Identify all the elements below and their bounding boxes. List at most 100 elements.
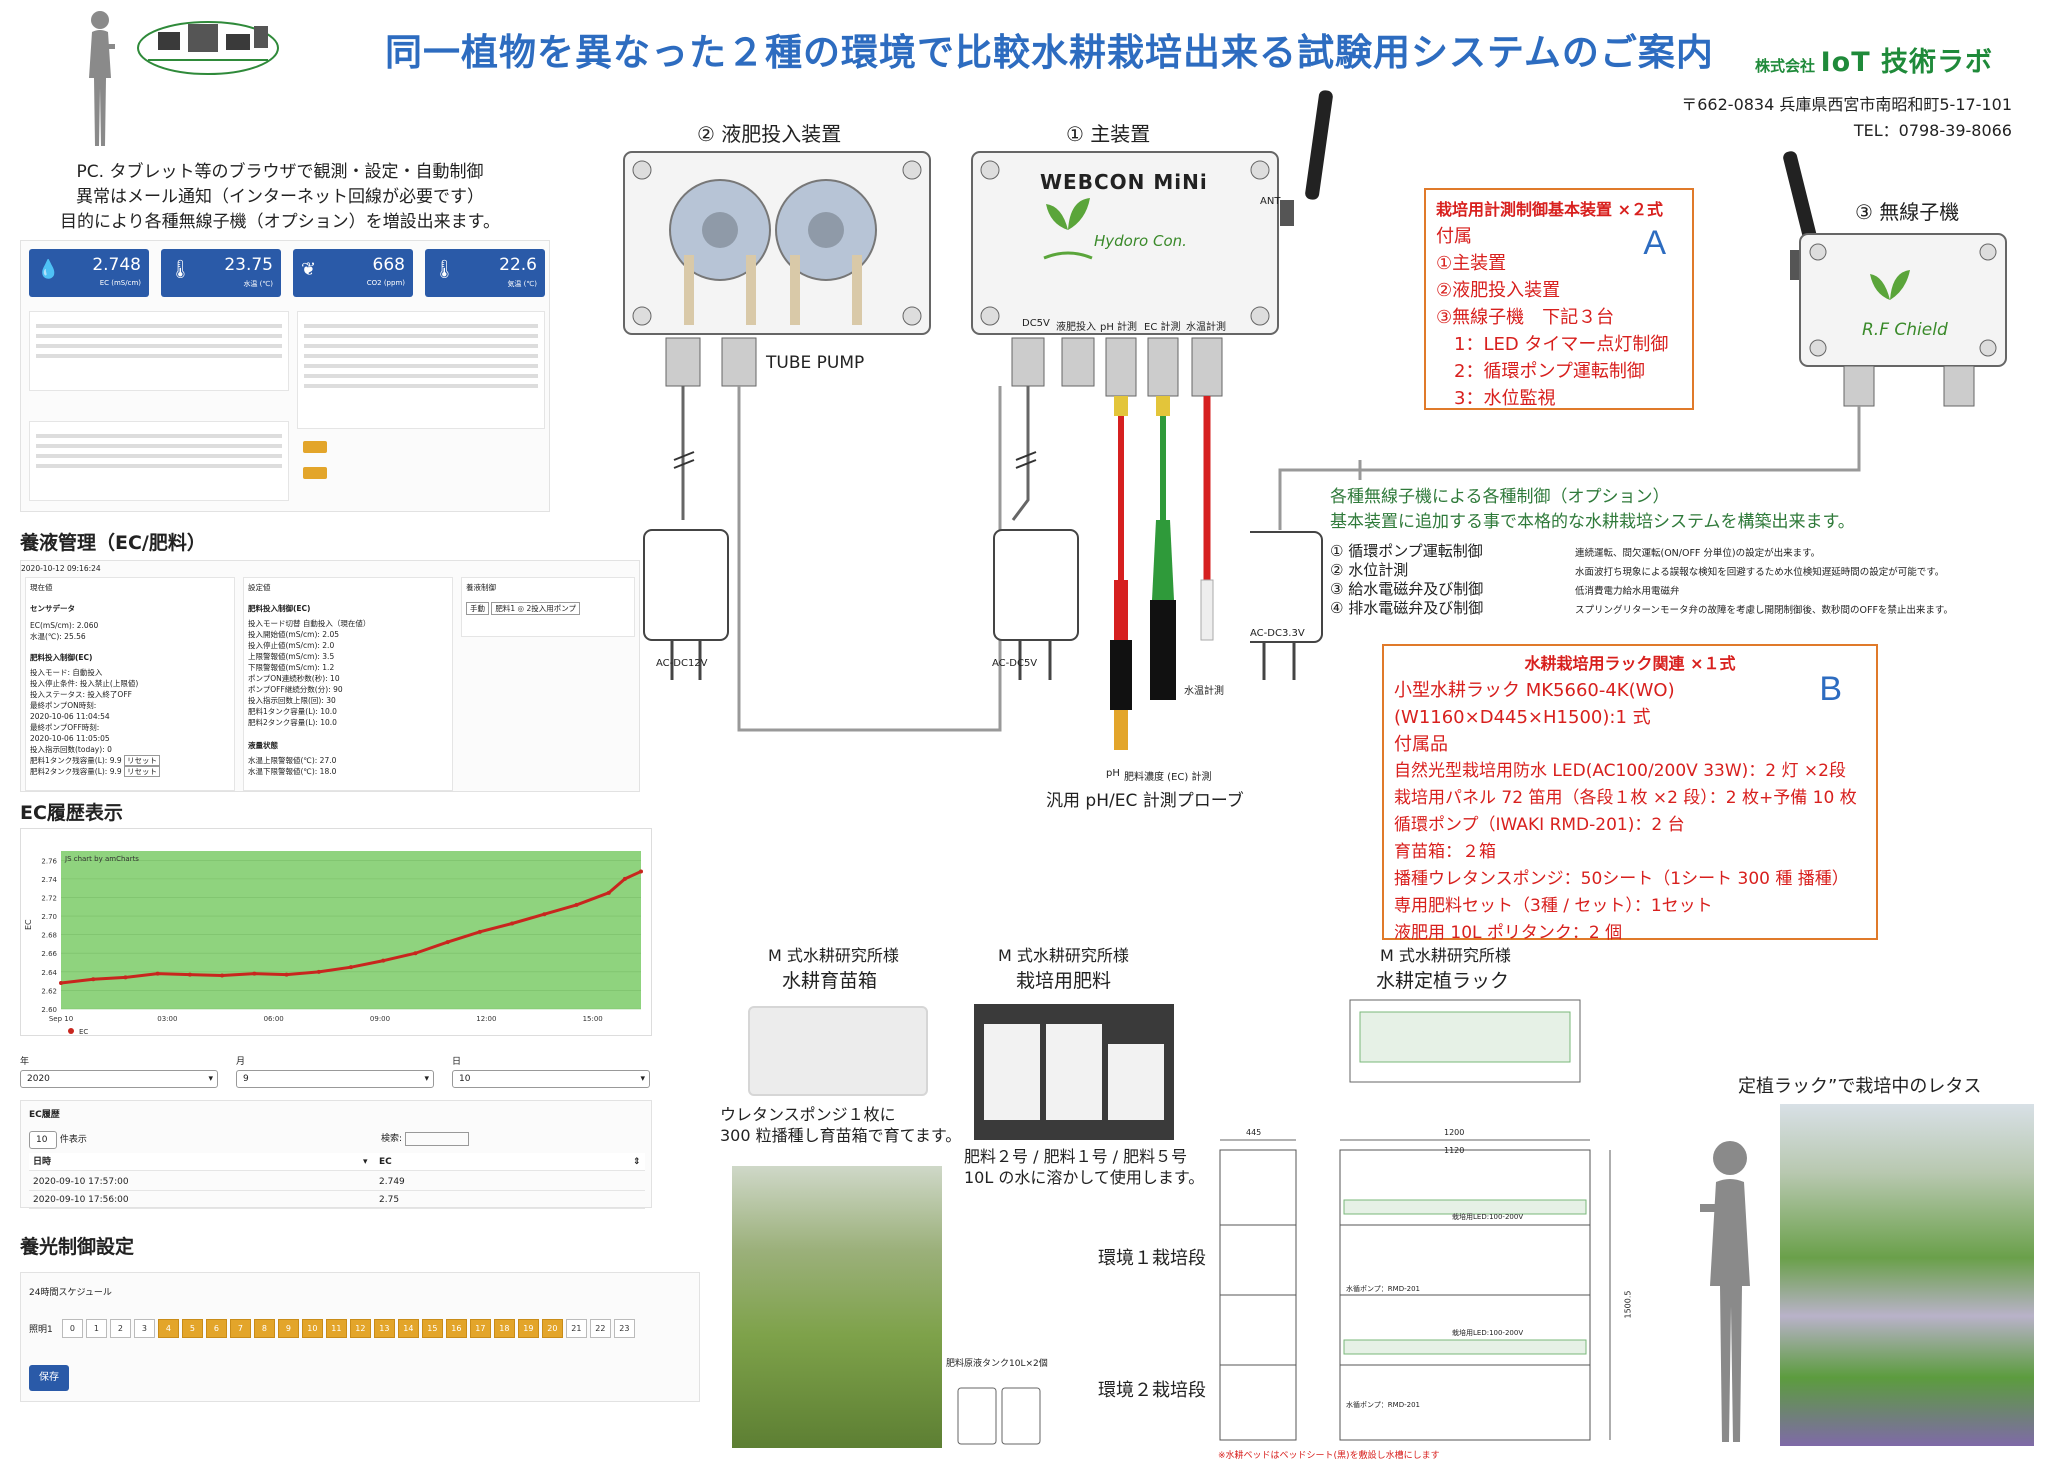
hour-cell-5[interactable]: 5 [181, 1319, 203, 1338]
rack-title: 水耕定植ラック [1376, 970, 1510, 992]
thermometer-icon: 🌡 [433, 259, 456, 280]
manual-button[interactable]: 手動 [466, 602, 489, 615]
pump-button[interactable]: 肥料1 ◎ 2投入用ポンプ [491, 602, 581, 615]
box-a-line: 付属 [1436, 226, 1472, 247]
fert-line: 最終ポンプON時刻: [30, 701, 97, 710]
box-b-title: 水耕栽培用ラック関連 ×１式 [1524, 654, 1736, 673]
year-select[interactable]: 2020▾ [20, 1070, 218, 1088]
chart-point [477, 929, 482, 934]
settings-line: 肥料1タンク容量(L): 10.0 [248, 707, 337, 716]
schedule-subtitle: 24時間スケジュール [29, 1288, 112, 1298]
chart-point [413, 951, 418, 956]
dashboard-table-right [297, 311, 545, 429]
fert-line: 2020-10-06 11:05:05 [30, 734, 110, 743]
hour-cell-15[interactable]: 15 [421, 1319, 443, 1338]
hour-cell-4[interactable]: 4 [157, 1319, 179, 1338]
hour-cell-13[interactable]: 13 [373, 1319, 395, 1338]
hour-cell-23[interactable]: 23 [613, 1319, 635, 1338]
option-item: ③ 給水電磁弁及び制御低消費電力給水用電磁弁 [1330, 580, 1680, 598]
hour-cell-14[interactable]: 14 [397, 1319, 419, 1338]
table-title: EC履歴 [29, 1110, 60, 1120]
dashboard-button[interactable] [303, 467, 327, 479]
chart-point [316, 969, 321, 974]
hour-cell-0[interactable]: 0 [61, 1319, 83, 1338]
fert-org: M 式水耕研究所様 [998, 946, 1129, 965]
settings-line: 投入指示回数上限(回): 30 [248, 696, 336, 705]
hour-cell-11[interactable]: 11 [325, 1319, 347, 1338]
hour-cell-22[interactable]: 22 [589, 1319, 611, 1338]
hour-cell-21[interactable]: 21 [565, 1319, 587, 1338]
woman-silhouette-icon [1700, 1136, 1760, 1448]
reset-button[interactable]: リセット [124, 766, 161, 777]
month-select[interactable]: 9▾ [236, 1070, 434, 1088]
chart-y-tick: 2.60 [41, 1006, 57, 1014]
chart-point [59, 980, 63, 985]
hour-cell-8[interactable]: 8 [253, 1319, 275, 1338]
settings-line: 肥料2タンク容量(L): 10.0 [248, 718, 337, 727]
thermometer-icon: 🌡 [169, 259, 192, 280]
settings-line: 上限警報値(mS/cm): 3.5 [248, 652, 335, 661]
dashboard-button[interactable] [303, 441, 327, 453]
search-box: 検索: [381, 1131, 469, 1146]
panel-control: 養液制御 手動 肥料1 ◎ 2投入用ポンプ [461, 577, 635, 637]
page-size-select[interactable]: 10 [29, 1131, 57, 1149]
fert-title: 肥料投入制御(EC) [30, 653, 93, 662]
water-title: 液量状態 [248, 741, 278, 750]
woman-silhouette-icon [80, 8, 120, 150]
port-label: 液肥投入 [1056, 322, 1096, 333]
adapter-12v-label: AC-DC12V [656, 658, 708, 669]
day-select[interactable]: 10▾ [452, 1070, 650, 1088]
chart-y-label: EC [24, 919, 33, 930]
fert-caption-1: 肥料２号 / 肥料１号 / 肥料５号 [964, 1147, 1188, 1166]
box-b-line: (W1160×D445×H1500):1 式 [1394, 707, 1651, 728]
box-b: 水耕栽培用ラック関連 ×１式 B 小型水耕ラック MK5660-4K(WO) (… [1382, 644, 1878, 943]
fert-caption: 肥料２号 / 肥料１号 / 肥料５号 10L の水に溶かして使用します。 [964, 1146, 1204, 1188]
dashboard-table-left [29, 311, 289, 391]
hour-cell-9[interactable]: 9 [277, 1319, 299, 1338]
hour-cell-17[interactable]: 17 [469, 1319, 491, 1338]
co2-tile: ❦ 668 CO2 (ppm) [293, 249, 413, 297]
lettuce-seedlings-photo [732, 1166, 942, 1448]
chart-y-tick: 2.76 [41, 857, 57, 865]
hour-cell-2[interactable]: 2 [109, 1319, 131, 1338]
col-datetime[interactable]: 日時 [33, 1157, 52, 1167]
hour-cell-10[interactable]: 10 [301, 1319, 323, 1338]
reset-button[interactable]: リセット [124, 755, 161, 766]
hour-cell-3[interactable]: 3 [133, 1319, 155, 1338]
chart-point [542, 912, 547, 917]
temp-line: 水温(℃): 25.56 [30, 632, 86, 641]
tel-line: TEL：0798-39-8066 [1853, 121, 2012, 140]
box-a-line: 1：LED タイマー点灯制御 [1436, 334, 1669, 355]
chart-point [91, 977, 96, 982]
box-b-line: 付属品 [1394, 734, 1448, 755]
hour-cell-16[interactable]: 16 [445, 1319, 467, 1338]
chart-y-tick: 2.74 [41, 876, 57, 884]
hour-cell-7[interactable]: 7 [229, 1319, 251, 1338]
box-b-line: 液肥用 10L ポリタンク：2 個 [1394, 923, 1623, 943]
hour-cell-1[interactable]: 1 [85, 1319, 107, 1338]
air-temp-tile-value: 22.6 [499, 255, 537, 275]
save-button[interactable]: 保存 [29, 1365, 69, 1391]
dashboard-screenshot: 💧 2.748 EC (mS/cm) 🌡 23.75 水温 (℃) ❦ 668 … [20, 240, 550, 512]
hour-cell-19[interactable]: 19 [517, 1319, 539, 1338]
fert-title: 栽培用肥料 [1016, 970, 1112, 992]
company-logo: 株式会社 IoT 技術ラボ [1755, 47, 1994, 78]
col-ec[interactable]: EC [379, 1157, 392, 1167]
hour-cell-20[interactable]: 20 [541, 1319, 563, 1338]
chart-x-tick: Sep 10 [49, 1015, 73, 1023]
chart-point [574, 902, 579, 907]
hour-cell-6[interactable]: 6 [205, 1319, 227, 1338]
ec-line: EC(mS/cm): 2.060 [30, 621, 99, 630]
chart-y-tick: 2.66 [41, 950, 57, 958]
hour-cell-18[interactable]: 18 [493, 1319, 515, 1338]
led-label: 栽培用LED:100-200V [1452, 1213, 1524, 1221]
search-input[interactable] [404, 1131, 469, 1146]
chart-point [349, 965, 353, 970]
box-b-letter: B [1819, 670, 1842, 708]
hour-cell-12[interactable]: 12 [349, 1319, 371, 1338]
page-title: 同一植物を異なった２種の環境で比較水耕栽培出来る試験用システムのご案内 [385, 31, 1714, 74]
tank-label: 肥料原液タンク10L×2個 [946, 1359, 1048, 1369]
